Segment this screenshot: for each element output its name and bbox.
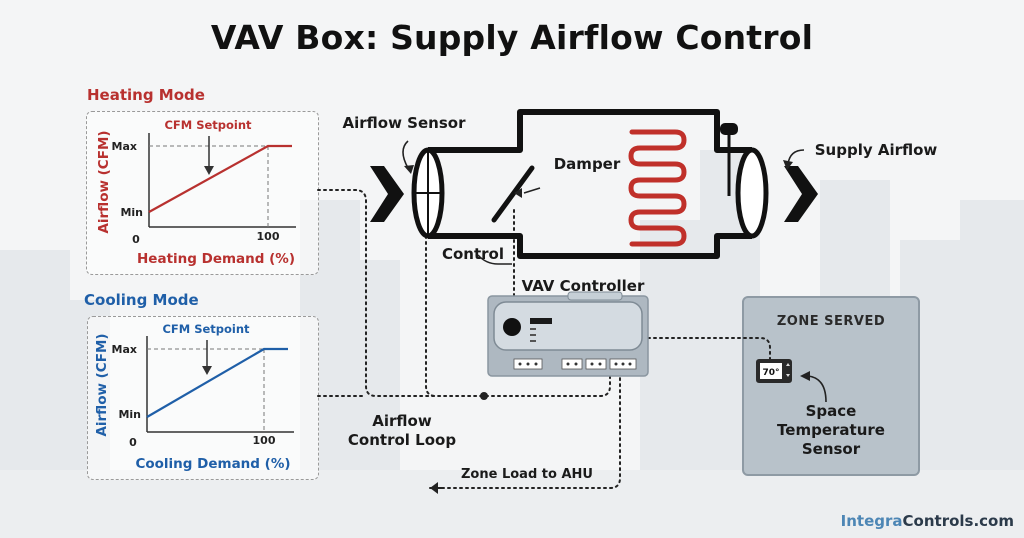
- cooling-setpoint-label: CFM Setpoint: [162, 322, 250, 336]
- heating-min-label: Min: [120, 206, 143, 219]
- heating-y-axis-label: Airflow (CFM): [96, 130, 112, 233]
- cooling-mode-label: Cooling Mode: [84, 291, 199, 309]
- page-title: VAV Box: Supply Airflow Control: [210, 18, 814, 57]
- vav-controller-label: VAV Controller: [522, 277, 645, 295]
- cooling-curve: [146, 347, 288, 418]
- inlet-airflow-chevron: [370, 166, 404, 222]
- heating-x-hundred: 100: [257, 230, 280, 243]
- loop-junction-dot: [480, 392, 488, 400]
- space-temperature-sensor-label: Space Temperature Sensor: [777, 402, 885, 458]
- supply-airflow-label: Supply Airflow: [815, 141, 938, 159]
- zone-served-box: ZONE SERVED Space Temperature Sensor: [742, 296, 920, 476]
- brand-watermark: IntegraControls.com: [840, 512, 1014, 530]
- vav-controller-device: [487, 291, 649, 377]
- thermostat-reading: 70°: [762, 368, 779, 378]
- cooling-graph: CFM Setpoint Max Min 0 100 Airflow (CFM)…: [94, 322, 294, 472]
- zone-served-title: ZONE SERVED: [776, 314, 886, 329]
- zone-load-label: Zone Load to AHU: [461, 467, 593, 482]
- control-wiring: [317, 189, 771, 489]
- vav-box: [411, 109, 769, 259]
- airflow-control-loop-label-line2: Control Loop: [348, 431, 456, 449]
- heating-curve: [148, 144, 292, 213]
- heating-setpoint-label: CFM Setpoint: [164, 118, 252, 132]
- cooling-x-hundred: 100: [253, 434, 276, 447]
- cooling-x-zero: 0: [129, 436, 137, 449]
- cooling-y-axis-label: Airflow (CFM): [94, 333, 110, 436]
- cooling-max-label: Max: [112, 343, 137, 356]
- heating-x-axis-label: Heating Demand (%): [137, 251, 295, 267]
- outlet-airflow-chevron: [784, 166, 818, 222]
- control-label: Control: [442, 245, 504, 263]
- airflow-sensor-label: Airflow Sensor: [343, 114, 467, 132]
- heating-mode-label: Heating Mode: [87, 86, 205, 104]
- cooling-min-label: Min: [118, 408, 141, 421]
- heating-graph: CFM Setpoint Max Min 0 100 Airflow (CFM)…: [96, 118, 296, 267]
- heating-coil: [628, 129, 687, 247]
- cooling-panel: [87, 316, 319, 480]
- heating-max-label: Max: [112, 140, 137, 153]
- heating-x-zero: 0: [132, 233, 140, 246]
- space-temperature-sensor: 70°: [756, 359, 792, 383]
- damper-blade: [491, 165, 535, 223]
- damper-label: Damper: [554, 155, 621, 173]
- airflow-control-loop-label-line1: Airflow: [372, 412, 432, 430]
- cooling-x-axis-label: Cooling Demand (%): [135, 456, 290, 472]
- heating-panel: [86, 111, 319, 275]
